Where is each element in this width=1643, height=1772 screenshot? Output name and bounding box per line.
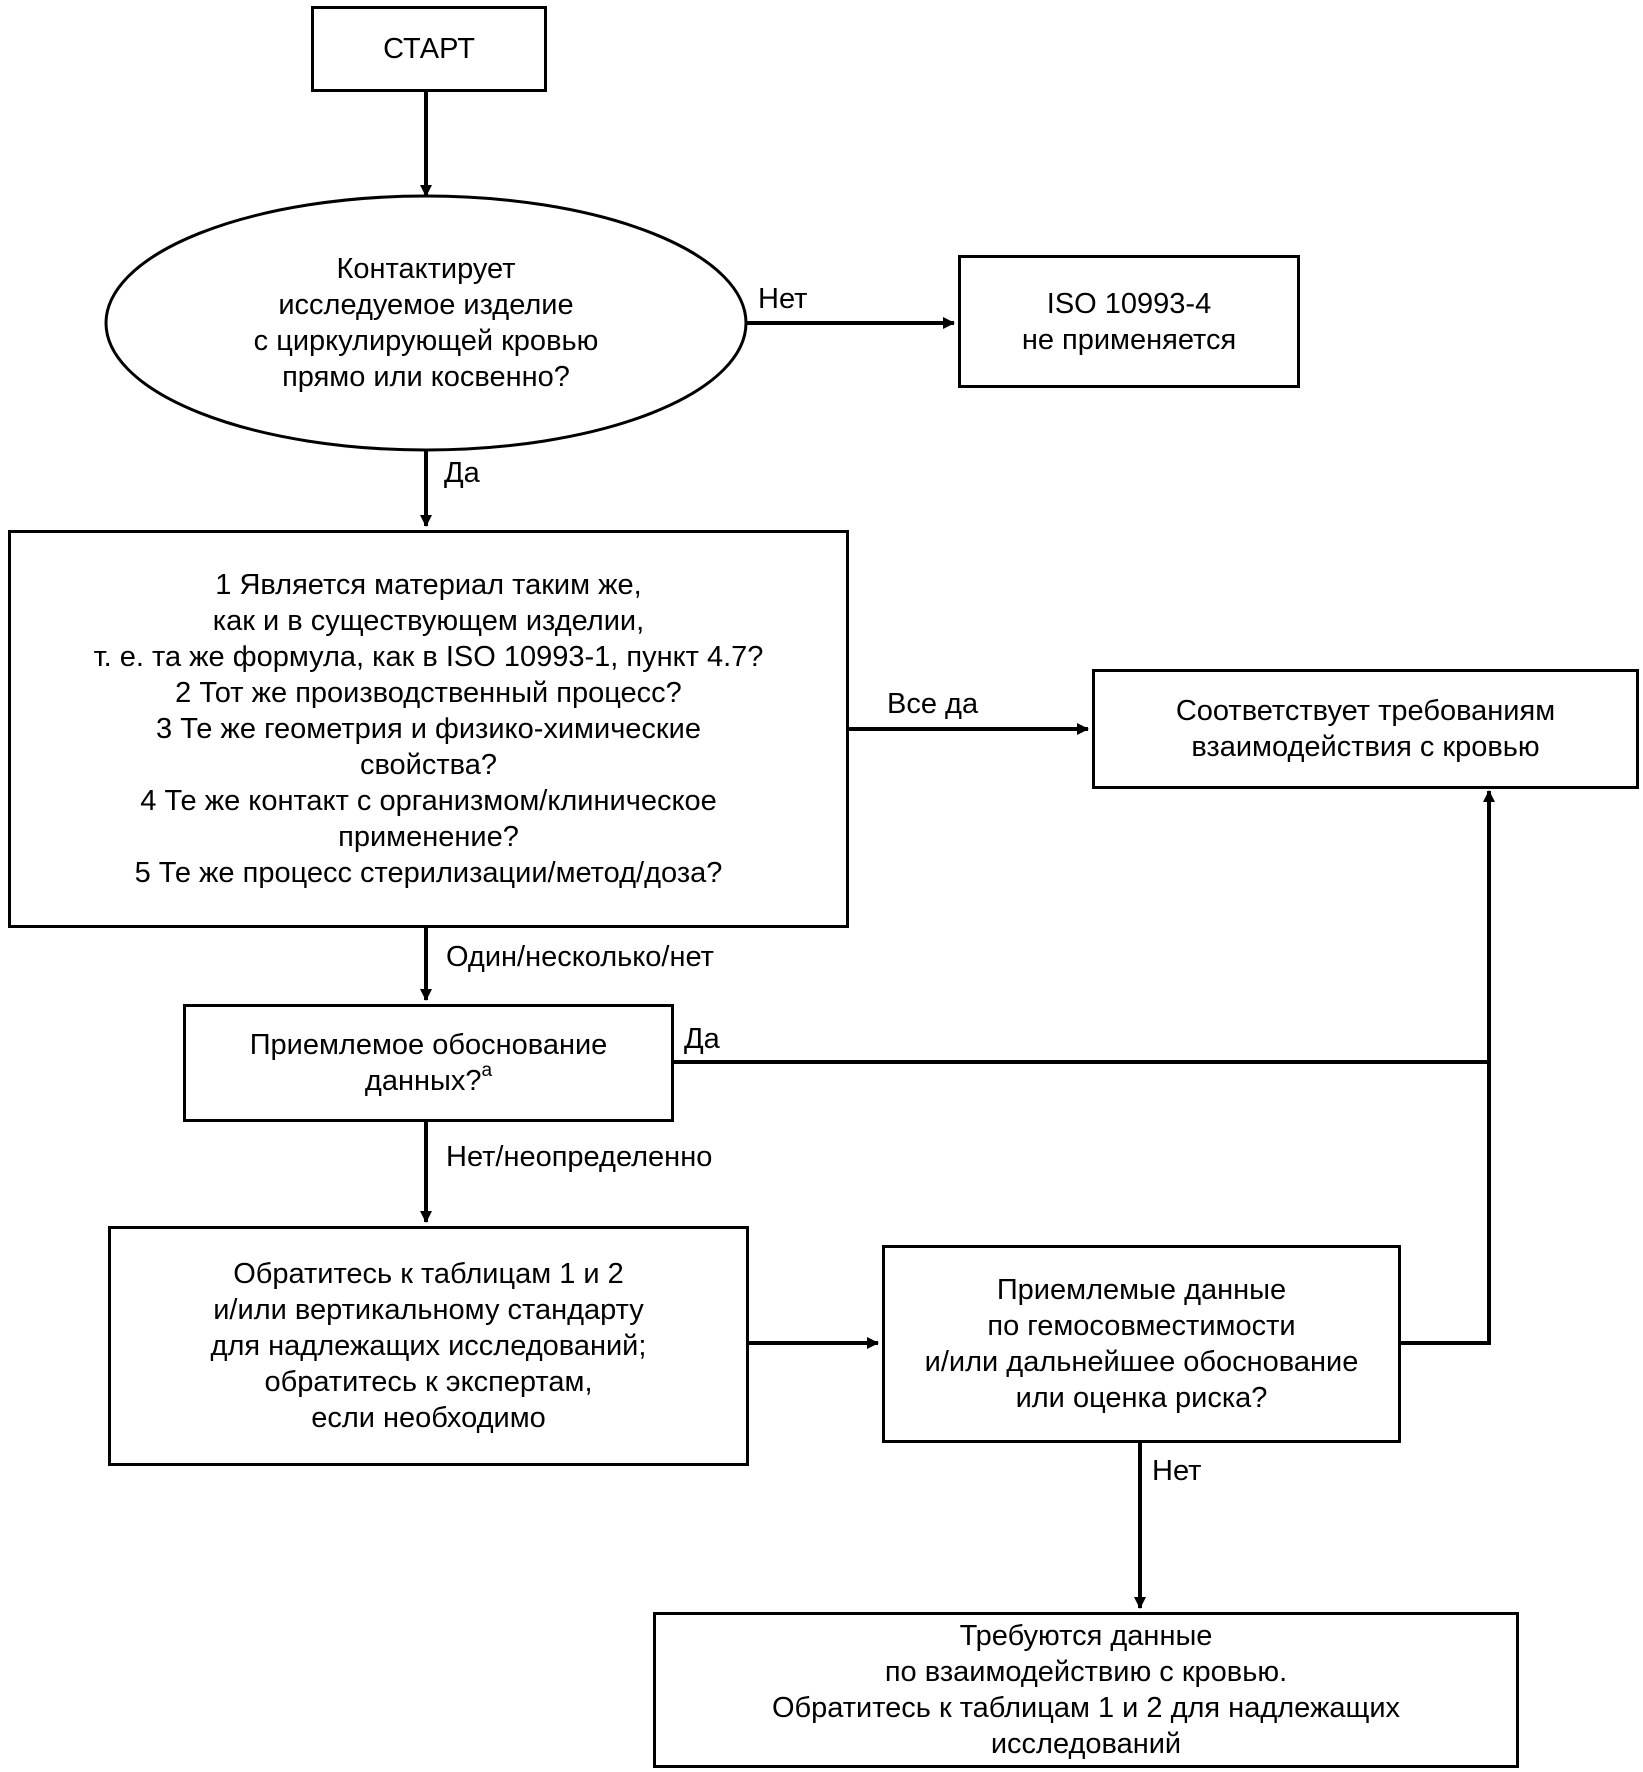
edge-label-hemo-no: Нет xyxy=(1152,1455,1202,1487)
refer-tables-text: Обратитесь к таблицам 1 и 2 и/или вертик… xyxy=(210,1258,647,1434)
justification-node: Приемлемое обоснование данных?a xyxy=(183,1004,674,1122)
footnote-marker: a xyxy=(481,1060,493,1081)
complies-node: Соответствует требованиям взаимодействия… xyxy=(1092,669,1639,789)
edge-label-contact-yes: Да xyxy=(444,457,480,489)
justification-question: Приемлемое обоснование данных? xyxy=(249,1029,608,1097)
complies-text: Соответствует требованиям взаимодействия… xyxy=(1175,695,1556,763)
justification-text: Приемлемое обоснование данных?a xyxy=(250,1027,608,1099)
edge-label-some-no: Один/несколько/нет xyxy=(446,941,714,973)
not-applicable-node: ISO 10993-4 не применяется xyxy=(958,255,1300,388)
edge-label-justification-no: Нет/неопределенно xyxy=(446,1141,713,1173)
required-data-node: Требуются данные по взаимодействию с кро… xyxy=(653,1612,1519,1768)
start-node: СТАРТ xyxy=(311,6,547,92)
same-material-node: 1 Является материал таким же, как и в су… xyxy=(8,530,849,928)
edge-hemo-yes xyxy=(1401,790,1495,1345)
not-applicable-text: ISO 10993-4 не применяется xyxy=(1021,287,1237,356)
edge-label-all-yes: Все да xyxy=(887,688,979,720)
hemo-data-node: Приемлемые данные по гемосовместимости и… xyxy=(882,1245,1401,1443)
contact-question-text: Контактирует исследуемое изделие с цирку… xyxy=(253,253,599,393)
required-data-text: Требуются данные по взаимодействию с кро… xyxy=(771,1620,1401,1760)
hemo-data-text: Приемлемые данные по гемосовместимости и… xyxy=(924,1274,1359,1414)
edge-label-contact-no: Нет xyxy=(758,283,808,315)
contact-decision-node: Контактирует исследуемое изделие с цирку… xyxy=(106,196,746,450)
refer-tables-node: Обратитесь к таблицам 1 и 2 и/или вертик… xyxy=(108,1226,749,1466)
decision-ellipse-shape xyxy=(104,194,748,452)
edge-label-justification-yes: Да xyxy=(684,1023,720,1055)
same-material-text: 1 Является материал таким же, как и в су… xyxy=(93,569,764,889)
start-label: СТАРТ xyxy=(383,33,475,65)
